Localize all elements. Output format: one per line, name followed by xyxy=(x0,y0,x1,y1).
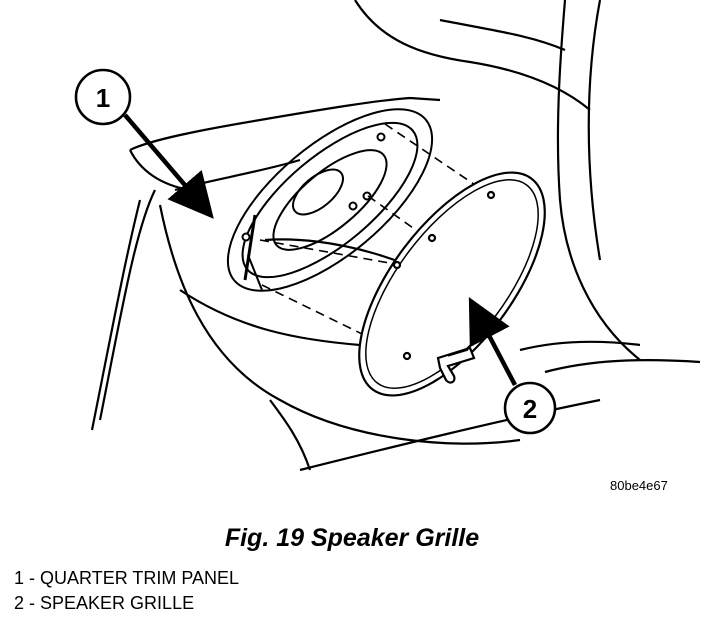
quarter-trim-panel xyxy=(90,0,701,472)
callout-1: 1 xyxy=(74,68,214,219)
legend-item-1-separator: - xyxy=(24,568,41,588)
callout-2: 2 xyxy=(468,297,557,435)
callout-2-number: 2 xyxy=(523,394,537,424)
figure-code: 80be4e67 xyxy=(610,478,668,493)
callout-1-number: 1 xyxy=(96,83,110,113)
legend-item-1-number: 1 xyxy=(14,568,25,588)
legend-item-2-number: 2 xyxy=(14,593,25,613)
speaker-grille-illustration: 1 2 xyxy=(74,0,701,472)
legend-item-2-label: SPEAKER GRILLE xyxy=(40,593,195,613)
figure-caption: Fig. 19 Speaker Grille xyxy=(224,524,480,552)
legend-item-1-label: QUARTER TRIM PANEL xyxy=(40,568,240,588)
legend: 1 - QUARTER TRIM PANEL 2 - SPEAKER GRILL… xyxy=(14,566,239,616)
legend-item-2-separator: - xyxy=(24,593,41,613)
speaker-grille xyxy=(358,171,546,397)
legend-item-1: 1 - QUARTER TRIM PANEL xyxy=(14,566,239,591)
speaker xyxy=(226,108,434,292)
legend-item-2: 2 - SPEAKER GRILLE xyxy=(14,591,239,616)
